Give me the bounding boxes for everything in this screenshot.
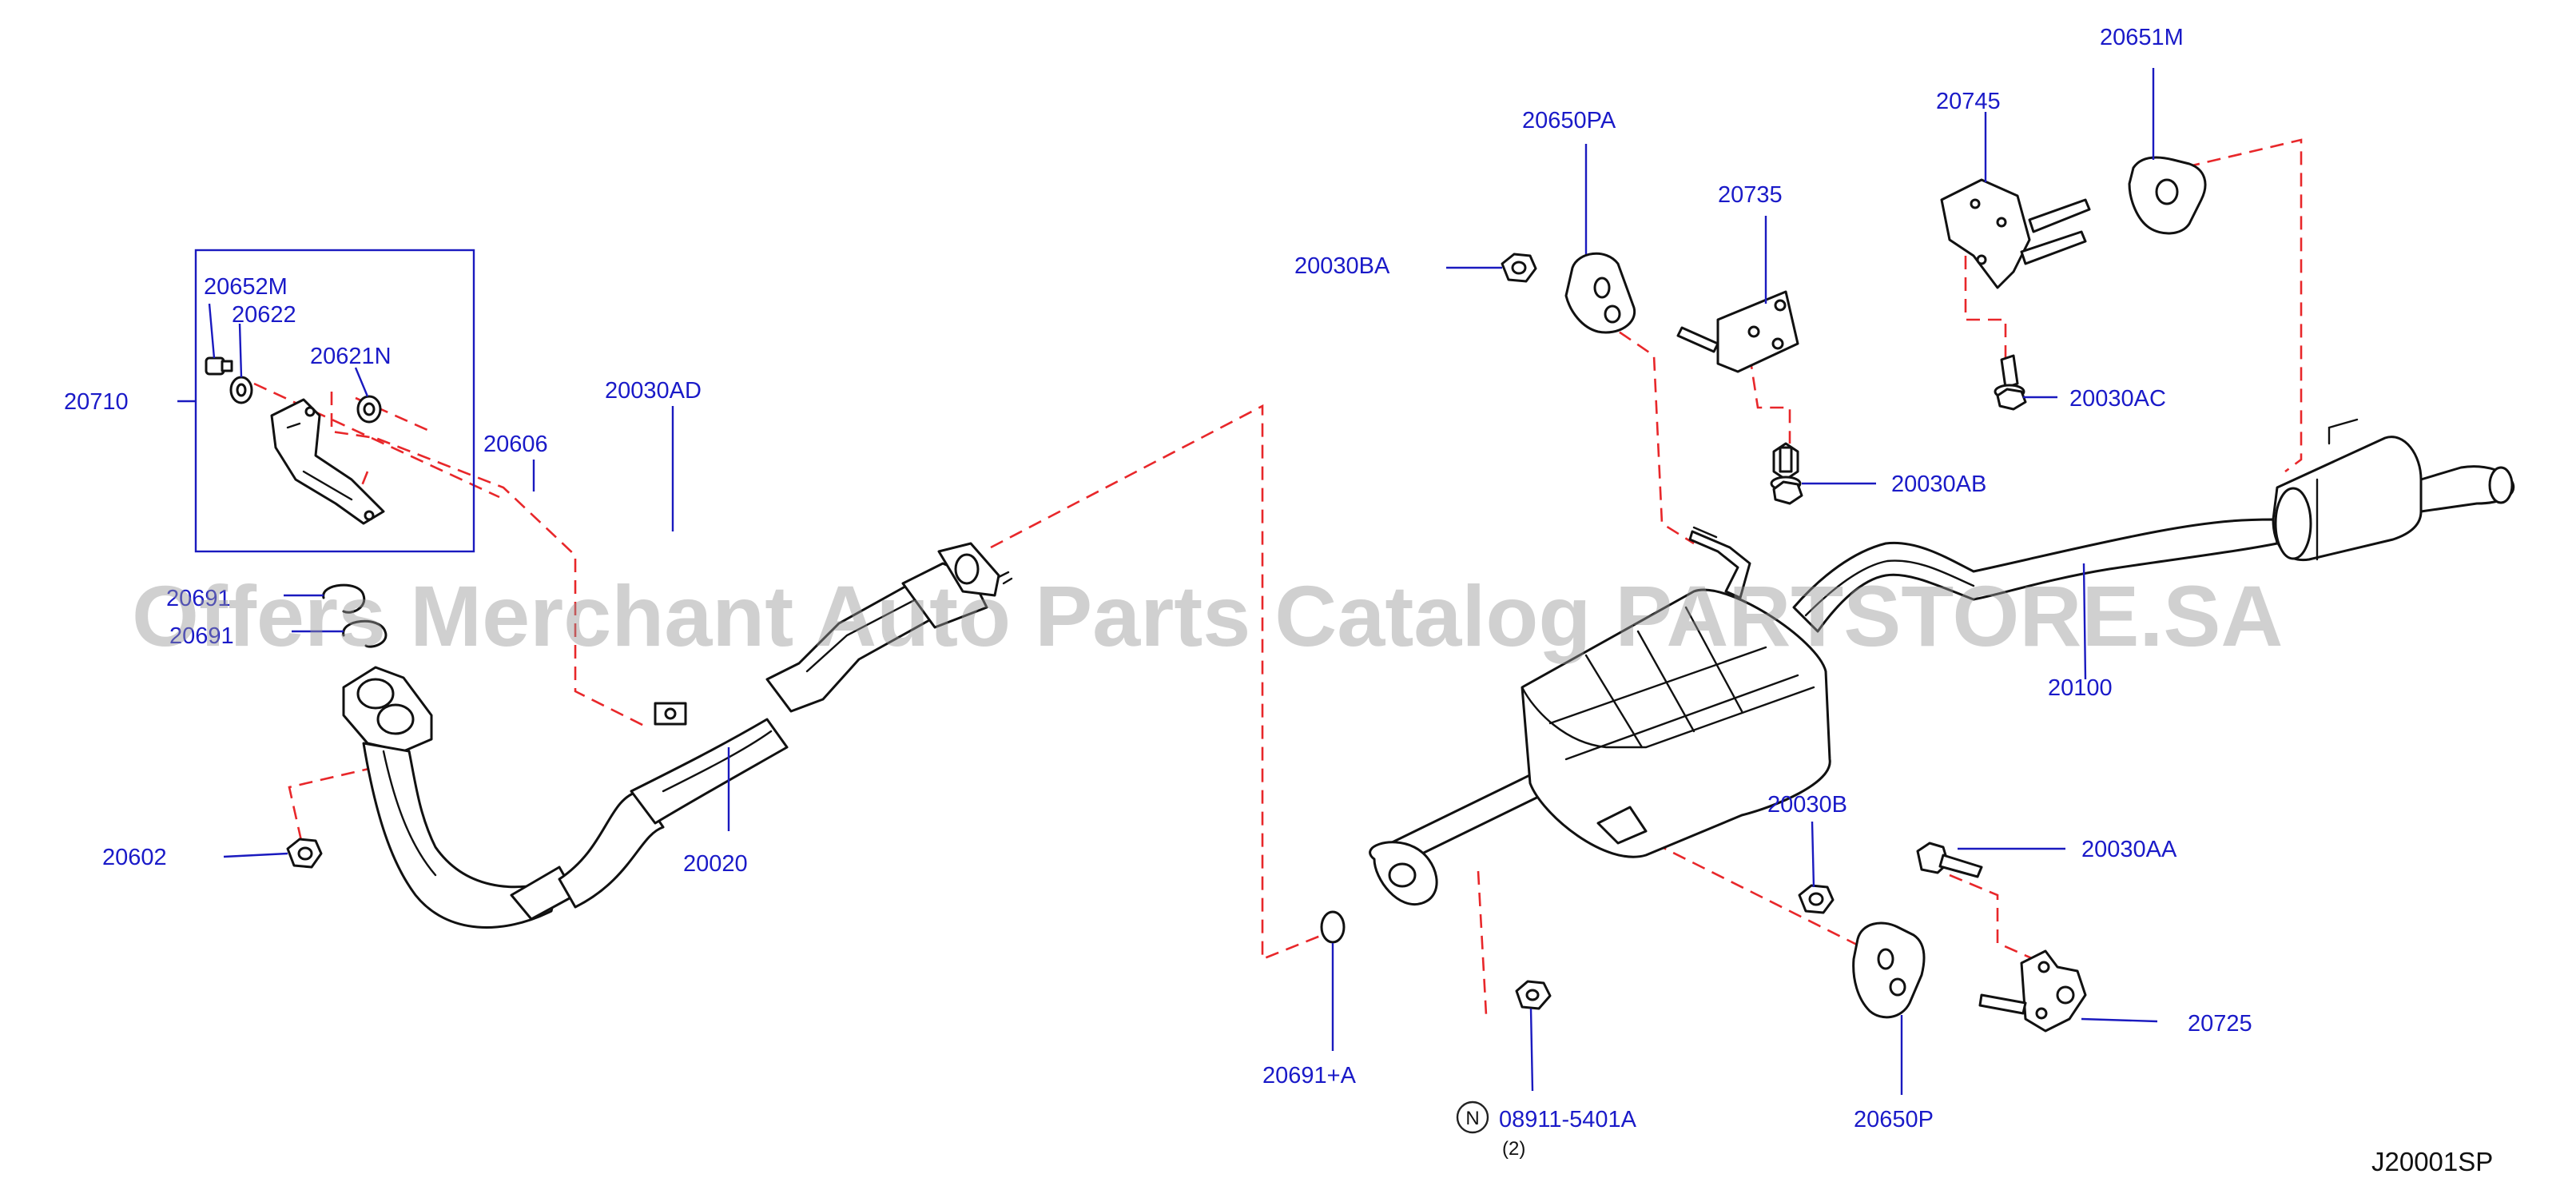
bolt-20030ac-icon: [1994, 354, 2027, 411]
label-20650p[interactable]: 20650P: [1854, 1107, 1934, 1132]
label-20621n[interactable]: 20621N: [310, 344, 392, 369]
rubber-hanger-20651m-icon: [2128, 156, 2207, 235]
label-20691-upper[interactable]: 20691: [166, 586, 231, 611]
note-n-icon: [1456, 1100, 1489, 1134]
label-20030ba[interactable]: 20030BA: [1294, 253, 1390, 279]
nut-20621n-icon: [356, 395, 382, 424]
label-20745[interactable]: 20745: [1936, 89, 2001, 114]
label-20652m[interactable]: 20652M: [204, 274, 288, 300]
label-20030ab[interactable]: 20030AB: [1891, 472, 1986, 497]
rubber-hanger-20650pa-icon: [1564, 252, 1636, 334]
label-20100[interactable]: 20100: [2048, 675, 2113, 701]
note-n-text: N: [1465, 1108, 1479, 1129]
watermark-text: Offers Merchant Auto Parts Catalog PARTS…: [132, 567, 2283, 664]
washer-20622-icon: [229, 376, 253, 404]
label-20735[interactable]: 20735: [1718, 182, 1783, 208]
label-08911-5401a[interactable]: 08911-5401A: [1499, 1107, 1637, 1132]
bolt-20030aa-icon: [1916, 842, 1983, 878]
label-20020[interactable]: 20020: [683, 851, 748, 877]
label-20602[interactable]: 20602: [102, 845, 167, 870]
label-20622[interactable]: 20622: [232, 302, 296, 328]
label-20606[interactable]: 20606: [483, 432, 548, 457]
gasket-20691-icon: [322, 583, 388, 648]
heat-shield-bracket-icon: [270, 398, 385, 525]
label-08911-group[interactable]: N 08911-5401A (2): [1456, 1100, 1637, 1160]
bracket-20745-icon: [1940, 178, 2091, 289]
tail-pipe-20100-icon: [1692, 418, 2515, 633]
heat-shield-kit-box: [194, 249, 475, 553]
nut-20602-icon: [286, 838, 323, 869]
center-muffler-icon: [1369, 530, 1831, 906]
label-20650pa[interactable]: 20650PA: [1522, 108, 1616, 133]
label-20691a[interactable]: 20691+A: [1262, 1063, 1357, 1088]
nut-08911-icon: [1515, 980, 1552, 1010]
label-20030ad[interactable]: 20030AD: [605, 378, 702, 404]
label-20691-lower[interactable]: 20691: [169, 623, 234, 649]
assembly-dashed-lines: [253, 138, 2303, 1016]
label-20030aa[interactable]: 20030AA: [2081, 837, 2177, 862]
nut-20030b-icon: [1798, 884, 1835, 914]
rubber-hanger-20650p-icon: [1852, 921, 1926, 1019]
bracket-20735-icon: [1676, 290, 1799, 373]
bolt-20030ab-icon: [1770, 442, 1803, 505]
part-labels: 20710 20652M 20622 20621N 20606 20030AD …: [64, 25, 2252, 1160]
diagram-code: J20001SP: [2371, 1147, 2493, 1176]
bracket-20725-icon: [1978, 949, 2087, 1033]
nut-20030ba-icon: [1501, 253, 1537, 283]
label-20710[interactable]: 20710: [64, 389, 129, 415]
label-20030ac[interactable]: 20030AC: [2069, 386, 2166, 412]
bolt-20652m-icon: [205, 356, 233, 376]
label-08911-qty: (2): [1502, 1138, 1525, 1160]
label-20651m[interactable]: 20651M: [2100, 25, 2184, 50]
label-20725[interactable]: 20725: [2188, 1011, 2252, 1037]
gasket-20691a-icon: [1320, 910, 1346, 944]
label-20030b[interactable]: 20030B: [1767, 792, 1847, 818]
front-exhaust-tube-20020-icon: [342, 542, 1013, 929]
leader-lines: [177, 68, 2158, 1095]
